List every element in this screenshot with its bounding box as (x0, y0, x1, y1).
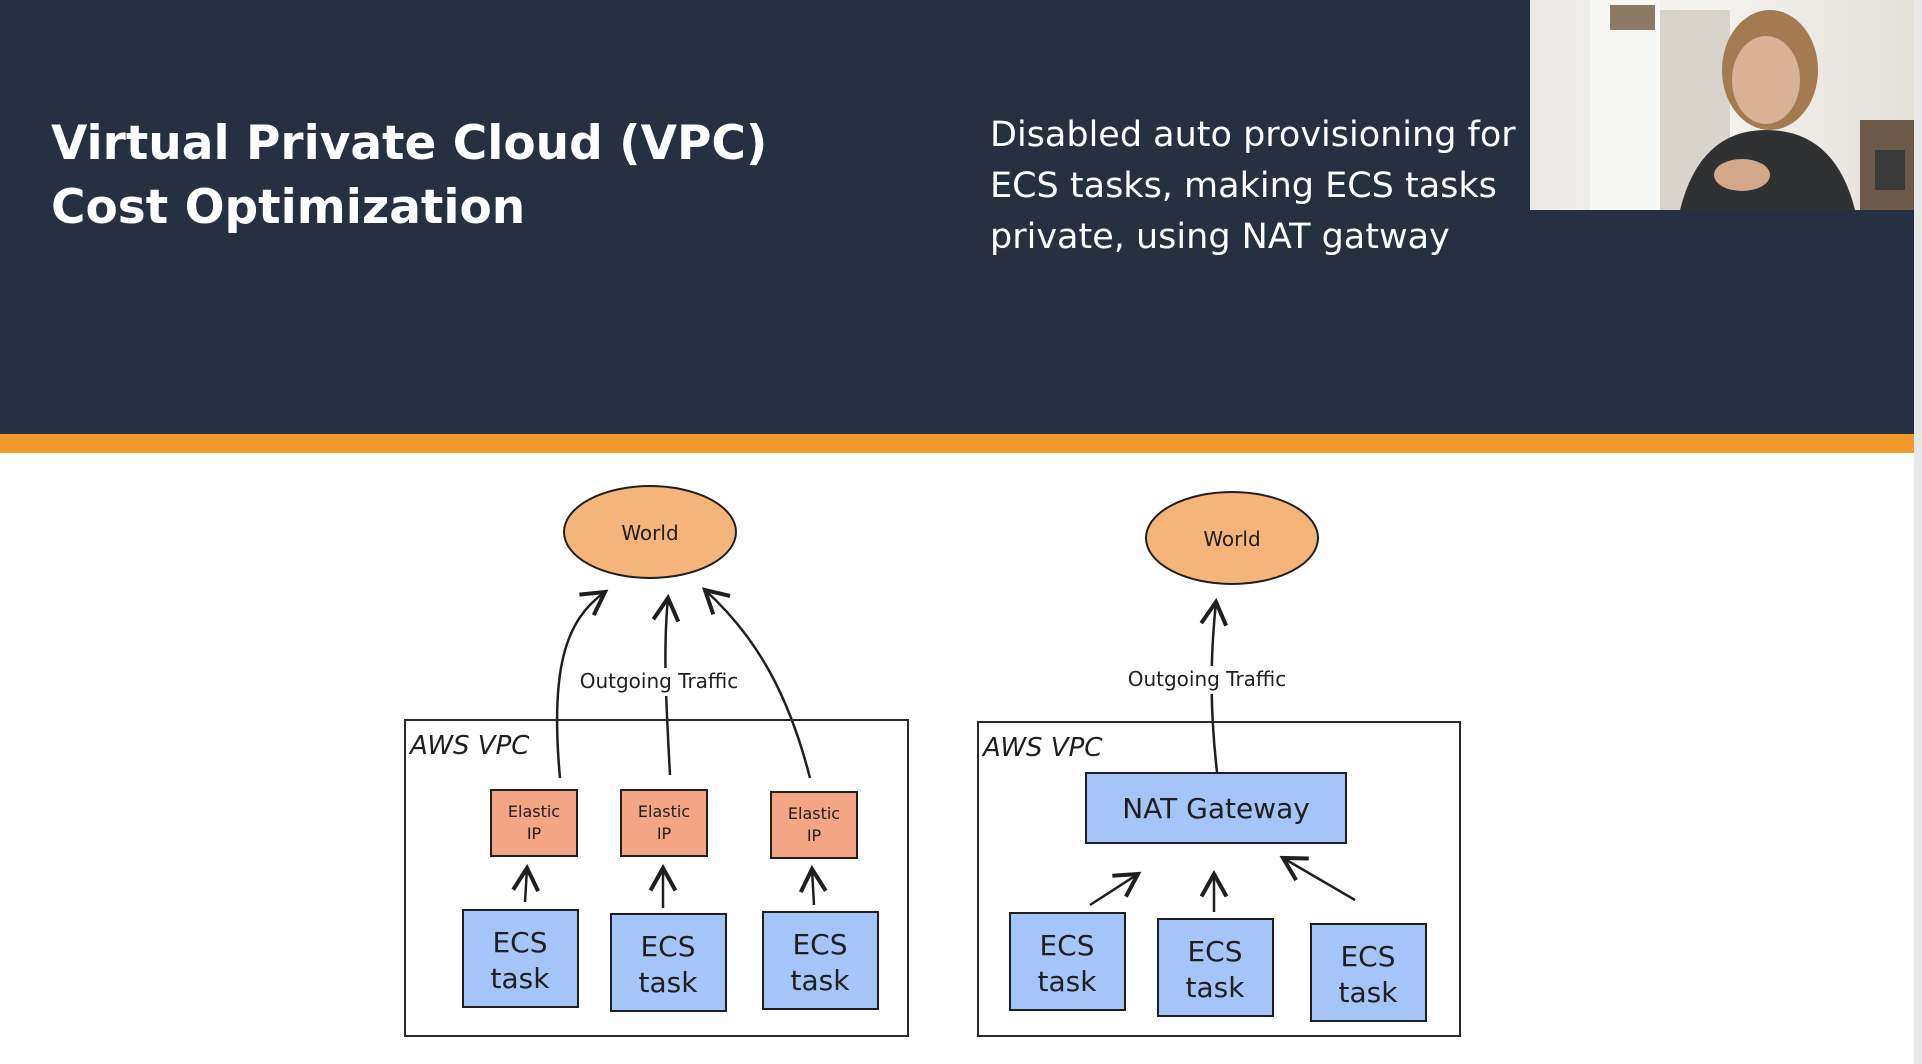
elastic-ip-label: Elastic (788, 804, 840, 823)
arrow-ip3-world (701, 587, 812, 779)
ecs-task-label: ECS (640, 930, 695, 963)
presenter-video-icon (1590, 0, 1914, 210)
traffic-label: Outgoing Traffic (1128, 667, 1287, 691)
ecs-task: ECS task (762, 911, 879, 1010)
world-label: World (1203, 527, 1260, 551)
title-line-1: Virtual Private Cloud (VPC) (51, 116, 768, 171)
arrow-task1-ip1 (511, 863, 540, 903)
arrow-task1-nat (1089, 871, 1142, 907)
ecs-task: ECS task (1310, 923, 1427, 1022)
vpc-diagram: World Outgoing Traffic AWS VPC Elastic I… (404, 485, 1461, 1037)
ecs-task: ECS task (1009, 912, 1126, 1011)
ecs-task-label: task (791, 964, 851, 997)
ecs-task-label: task (1186, 971, 1246, 1004)
title-line-2: Cost Optimization (51, 180, 526, 235)
traffic-label: Outgoing Traffic (580, 669, 739, 693)
elastic-ip: Elastic IP (490, 789, 578, 857)
vpc-box (977, 721, 1461, 1037)
bullet-list: • Disabled auto provisioning for ECS tas… (990, 110, 1530, 270)
vpc-label: AWS VPC (408, 731, 530, 761)
slide-title: Virtual Private Cloud (VPC) Cost Optimiz… (51, 112, 767, 240)
bullet-text: Disabled auto provisioning for ECS tasks… (990, 115, 1516, 257)
ecs-task-label: ECS (492, 926, 547, 959)
arrow-task3-nat (1279, 855, 1356, 902)
ecs-task: ECS task (610, 913, 727, 1012)
elastic-ip-label: IP (527, 824, 542, 843)
arrow-task3-ip3 (798, 864, 828, 906)
ecs-task-label: task (1038, 965, 1098, 998)
traffic-label-bg (1125, 666, 1301, 694)
left-diagram: World Outgoing Traffic AWS VPC Elastic I… (404, 485, 909, 1037)
elastic-ip: Elastic IP (620, 789, 708, 857)
traffic-label-bg (568, 668, 744, 696)
elastic-ip-label: Elastic (638, 802, 690, 821)
ecs-task-label: ECS (1039, 929, 1094, 962)
vpc-box (404, 719, 909, 1037)
ecs-task-label: ECS (792, 928, 847, 961)
ecs-task-label: task (491, 962, 551, 995)
ecs-task-label: task (639, 966, 699, 999)
right-diagram: World Outgoing Traffic AWS VPC NAT Gatew… (977, 491, 1461, 1037)
nat-gateway-label: NAT Gateway (1122, 792, 1310, 825)
accent-bar (0, 434, 1914, 453)
elastic-ip: Elastic IP (770, 791, 858, 859)
ecs-task-label: ECS (1340, 940, 1395, 973)
elastic-ip-label: IP (657, 824, 672, 843)
ecs-task: ECS task (462, 909, 579, 1008)
world-node (1145, 491, 1319, 585)
elastic-ip-label: Elastic (508, 802, 560, 821)
world-label: World (621, 521, 678, 545)
ecs-task-label: task (1339, 976, 1399, 1009)
presenter-webcam (1530, 0, 1914, 210)
ecs-task: ECS task (1157, 918, 1274, 1017)
vpc-label: AWS VPC (981, 733, 1103, 763)
world-node (563, 485, 737, 579)
nat-gateway: NAT Gateway (1085, 772, 1347, 844)
window-edge (1914, 0, 1922, 1064)
ecs-task-label: ECS (1187, 935, 1242, 968)
arrow-ip1-world (555, 589, 609, 779)
elastic-ip-label: IP (807, 826, 822, 845)
